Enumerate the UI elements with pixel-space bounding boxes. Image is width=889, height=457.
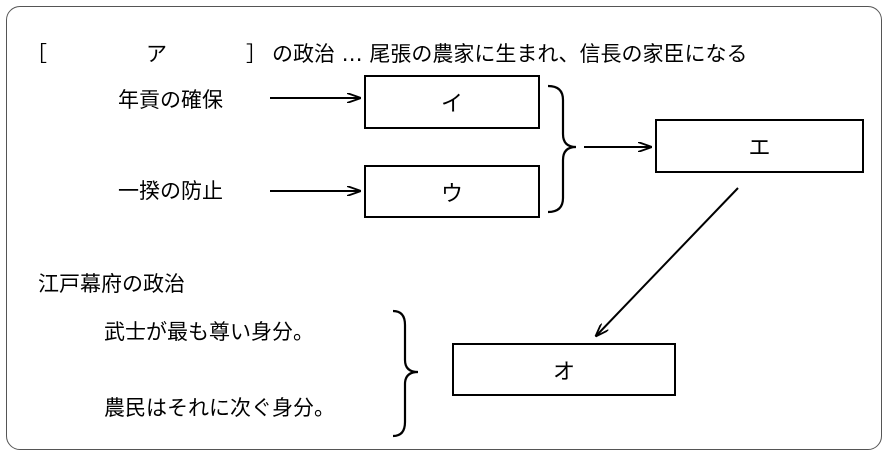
header-description: の政治 … 尾張の農家に生まれ、信長の家臣になる	[272, 42, 748, 66]
edo-line-warriors: 武士が最も尊い身分。	[104, 320, 314, 344]
edo-line-farmers: 農民はそれに次ぐ身分。	[104, 396, 335, 420]
bracket-close: ］	[246, 42, 267, 66]
box-o-label: オ	[552, 359, 575, 385]
box-u-label: ウ	[440, 181, 463, 207]
box-e: エ	[655, 119, 864, 173]
brace-i-u	[547, 84, 577, 214]
label-tax-securing: 年貢の確保	[118, 88, 223, 112]
blank-label-a: ア	[146, 42, 167, 66]
diagram-frame	[6, 6, 882, 450]
brace-edo	[392, 309, 419, 438]
label-riot-prevention: 一揆の防止	[118, 179, 223, 203]
arrow-e-to-o	[596, 187, 739, 336]
box-e-label: エ	[748, 136, 771, 161]
box-u: ウ	[364, 165, 540, 218]
box-i-label: イ	[440, 92, 463, 117]
bracket-open: ［	[26, 42, 47, 66]
box-o: オ	[452, 343, 676, 396]
edo-heading: 江戸幕府の政治	[38, 272, 185, 296]
box-i: イ	[364, 75, 540, 129]
